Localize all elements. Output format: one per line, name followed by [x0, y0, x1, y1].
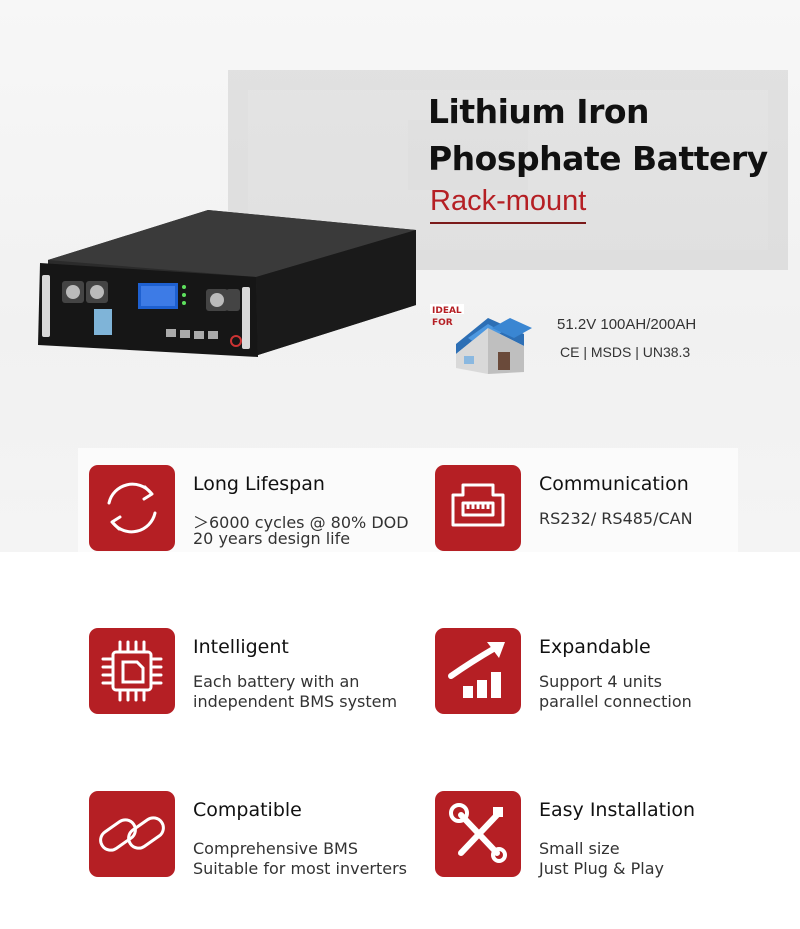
feature-line-1: ＞6000 cycles @ 80% DOD	[193, 513, 409, 532]
features-panel-top	[78, 448, 738, 552]
ethernet-port-icon	[435, 465, 521, 551]
background-battery-image	[228, 70, 788, 270]
hero-banner: Lithium Iron Phosphate Battery Rack-moun…	[0, 0, 800, 552]
spec-certifications: CE | MSDS | UN38.3	[560, 344, 691, 360]
feature-line-2: Just Plug & Play	[539, 859, 664, 878]
feature-title: Long Lifespan	[193, 473, 325, 495]
feature-title: Expandable	[539, 636, 651, 658]
feature-title: Communication	[539, 473, 689, 495]
feature-title: Intelligent	[193, 636, 289, 658]
feature-compatible: Compatible Comprehensive BMS Suitable fo…	[89, 791, 429, 881]
feature-expandable: Expandable Support 4 units parallel conn…	[435, 628, 775, 718]
chip-icon	[89, 628, 175, 714]
title-line-2: Phosphate Battery	[428, 139, 768, 178]
ideal-badge-line-1: IDEAL	[432, 306, 462, 316]
battery-product-image	[38, 210, 416, 357]
title-line-1: Lithium Iron	[428, 92, 650, 131]
ideal-badge-line-2: FOR	[432, 318, 453, 328]
chain-link-icon	[89, 791, 175, 877]
feature-line-2: parallel connection	[539, 692, 692, 711]
feature-line-2: Suitable for most inverters	[193, 859, 408, 878]
feature-long-lifespan: Long Lifespan ＞6000 cycles @ 80% DOD 20 …	[89, 465, 429, 555]
ideal-for-house-icon: IDEAL FOR	[430, 304, 532, 374]
feature-line-2: 20 years design life	[193, 529, 351, 548]
cycle-arrows-icon	[89, 465, 175, 551]
feature-line-1: RS232/ RS485/CAN	[539, 509, 693, 528]
tools-icon	[435, 791, 521, 877]
feature-communication: Communication RS232/ RS485/CAN	[435, 465, 775, 555]
feature-line-1: Comprehensive BMS	[193, 839, 359, 858]
feature-title: Easy Installation	[539, 799, 696, 821]
feature-easy-installation: Easy Installation Small size Just Plug &…	[435, 791, 775, 881]
feature-line-2: independent BMS system	[193, 692, 398, 711]
spec-voltage: 51.2V 100AH/200AH	[557, 316, 697, 333]
page-title: Lithium Iron Phosphate Battery	[428, 88, 768, 182]
feature-title: Compatible	[193, 799, 302, 821]
feature-line-1: Each battery with an	[193, 672, 360, 691]
subtitle: Rack-mount	[430, 182, 587, 224]
growth-arrow-icon	[435, 628, 521, 714]
feature-line-1: Small size	[539, 839, 620, 858]
feature-line-1: Support 4 units	[539, 672, 662, 691]
feature-intelligent: Intelligent Each battery with an indepen…	[89, 628, 429, 718]
